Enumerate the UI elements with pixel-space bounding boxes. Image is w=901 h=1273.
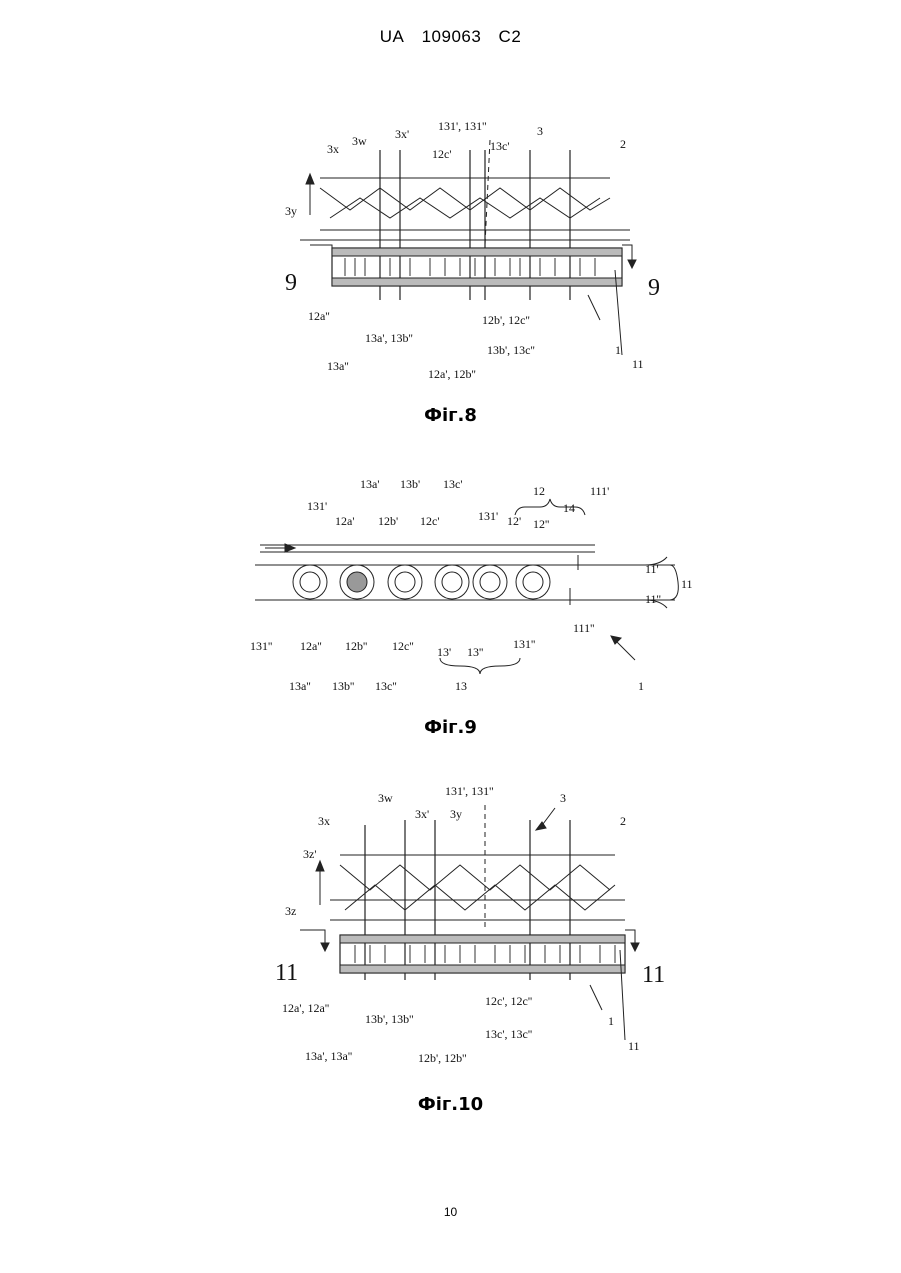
- document-kind: C2: [499, 27, 522, 46]
- label-3y: 3y: [285, 204, 297, 218]
- label-2: 2: [620, 814, 626, 828]
- label-131-dprime: 131'': [250, 639, 272, 653]
- label-3w: 3w: [352, 134, 367, 148]
- label-12c: 12c', 12c'': [485, 994, 532, 1008]
- label-13a-prime: 13a': [360, 477, 380, 491]
- label-3z-prime: 3z': [303, 847, 317, 861]
- figure-10-drawing: 3w 131', 131'' 3 3x 3x' 3y 2 3z' 3z 11 1…: [270, 780, 690, 1080]
- label-3z: 3z: [285, 904, 296, 918]
- label-2: 2: [620, 137, 626, 151]
- label-11: 11: [632, 357, 644, 371]
- section-label-11-left: 11: [275, 960, 298, 986]
- label-111-dprime: 111'': [573, 621, 594, 635]
- label-12c-dprime: 12c'': [392, 639, 414, 653]
- label-1: 1: [638, 679, 644, 693]
- document-header: UA 109063 C2: [0, 27, 901, 47]
- label-12a-12b: 12a', 12b'': [428, 367, 476, 381]
- label-3x-prime: 3x': [415, 807, 429, 821]
- label-13c-dprime: 13c'': [375, 679, 397, 693]
- label-12a-dprime: 12a'': [308, 309, 330, 323]
- section-label-9-right: 9: [648, 275, 660, 301]
- label-12b: 12b', 12b'': [418, 1051, 467, 1065]
- label-13a-13b: 13a', 13b'': [365, 331, 413, 345]
- label-11-prime: 11': [645, 562, 659, 576]
- label-13-dprime: 13'': [467, 645, 483, 659]
- label-12b-12c: 12b', 12c'': [482, 313, 530, 327]
- label-13b-prime: 13b': [400, 477, 420, 491]
- label-12c-prime: 12c': [432, 147, 452, 161]
- label-12b-prime: 12b': [378, 514, 398, 528]
- label-13c-prime: 13c': [490, 139, 510, 153]
- label-11: 11: [681, 577, 693, 591]
- label-111-prime: 111': [590, 484, 609, 498]
- country-code: UA: [380, 27, 405, 46]
- figure-8-drawing: 3x 3w 3x' 131', 131'' 3 2 12c' 13c' 3y 9…: [270, 110, 670, 400]
- figure-8-caption: Фіг.8: [0, 405, 901, 426]
- figure-9-caption: Фіг.9: [0, 717, 901, 738]
- section-label-9-left: 9: [285, 270, 297, 296]
- label-13a-dprime: 13a'': [289, 679, 311, 693]
- label-12b-dprime: 12b'': [345, 639, 367, 653]
- label-13a: 13a', 13a'': [305, 1049, 352, 1063]
- label-3x: 3x: [327, 142, 339, 156]
- label-1: 1: [608, 1014, 614, 1028]
- label-13b: 13b', 13b'': [365, 1012, 414, 1026]
- patent-number: 109063: [422, 27, 482, 46]
- label-13: 13: [455, 679, 467, 693]
- label-12a-dprime: 12a'': [300, 639, 322, 653]
- label-12a-prime: 12a': [335, 514, 355, 528]
- label-13c: 13c', 13c'': [485, 1027, 532, 1041]
- label-3w: 3w: [378, 791, 393, 805]
- label-12a: 12a', 12a'': [282, 1001, 329, 1015]
- label-11-dprime: 11'': [645, 592, 661, 606]
- label-13a-dprime: 13a'': [327, 359, 349, 373]
- label-12-dprime: 12'': [533, 517, 549, 531]
- label-12: 12: [533, 484, 545, 498]
- label-131-prime-2: 131': [478, 509, 498, 523]
- label-131: 131', 131'': [445, 784, 494, 798]
- label-13b-dprime: 13b'': [332, 679, 354, 693]
- figure-10-caption: Фіг.10: [0, 1094, 901, 1115]
- label-131-dprime-2: 131'': [513, 637, 535, 651]
- label-14: 14: [563, 501, 575, 515]
- label-1: 1: [615, 343, 621, 357]
- label-12c-prime: 12c': [420, 514, 440, 528]
- label-13b-13c: 13b', 13c'': [487, 343, 535, 357]
- page-number: 10: [0, 1205, 901, 1219]
- label-3y: 3y: [450, 807, 462, 821]
- label-12-prime: 12': [507, 514, 521, 528]
- label-11: 11: [628, 1039, 640, 1053]
- label-131-prime: 131': [307, 499, 327, 513]
- label-13c-prime: 13c': [443, 477, 463, 491]
- label-3x-prime: 3x': [395, 127, 409, 141]
- figure-9-drawing: 13a' 13b' 13c' 12 111' 131' 12a' 12b' 12…: [245, 470, 705, 700]
- section-label-11-right: 11: [642, 962, 665, 988]
- label-3: 3: [537, 124, 543, 138]
- label-13-prime: 13': [437, 645, 451, 659]
- label-3: 3: [560, 791, 566, 805]
- label-131: 131', 131'': [438, 119, 487, 133]
- label-3x: 3x: [318, 814, 330, 828]
